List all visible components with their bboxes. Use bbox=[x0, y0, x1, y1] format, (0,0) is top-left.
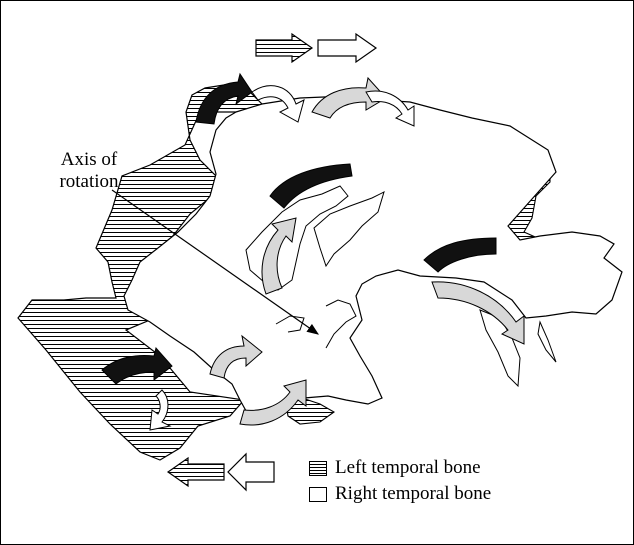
legend-item-right-temporal-bone: Right temporal bone bbox=[309, 482, 491, 506]
axis-label-line1: Axis of bbox=[44, 149, 134, 171]
top-translation-arrows bbox=[256, 34, 376, 62]
legend-label-left: Left temporal bone bbox=[335, 457, 481, 479]
legend-item-left-temporal-bone: Left temporal bone bbox=[309, 456, 481, 480]
hatched-swatch-icon bbox=[309, 461, 327, 476]
bottom-translation-arrows bbox=[168, 454, 274, 490]
plain-swatch-icon bbox=[309, 487, 327, 502]
axis-label-line2: rotation bbox=[44, 171, 134, 193]
right-temporal-bone bbox=[124, 96, 622, 418]
legend-label-right: Right temporal bone bbox=[335, 483, 491, 505]
axis-of-rotation-label: Axis of rotation bbox=[44, 149, 134, 193]
